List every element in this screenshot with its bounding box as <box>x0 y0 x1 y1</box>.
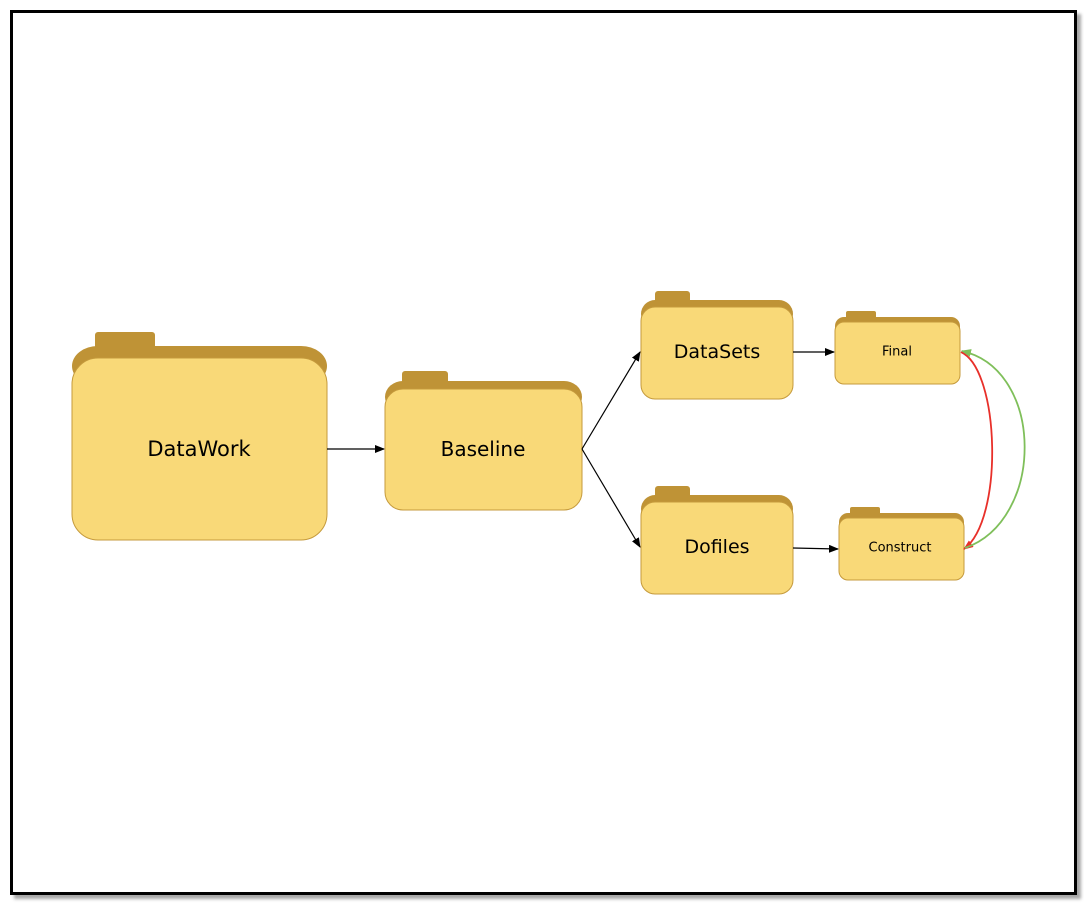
arrow-final-to-construct <box>960 351 994 550</box>
folder-datawork: DataWork <box>71 332 328 541</box>
folder-construct: Construct <box>838 507 965 581</box>
folder-label: Final <box>882 345 912 360</box>
folder-label: Dofiles <box>684 536 749 558</box>
folder-label: DataSets <box>674 341 760 363</box>
folder-body <box>640 306 794 400</box>
folder-baseline: Baseline <box>384 371 583 511</box>
folder-body <box>834 321 961 385</box>
folder-final: Final <box>834 311 961 385</box>
folder-label: DataWork <box>147 437 251 461</box>
arrow-dofiles-to-construct <box>792 544 839 553</box>
folder-dofiles: Dofiles <box>640 486 794 595</box>
arrow-construct-to-final <box>961 349 1026 549</box>
arrow-baseline-to-datasets <box>581 351 641 450</box>
arrow-baseline-to-dofiles <box>581 448 641 548</box>
folder-datasets: DataSets <box>640 291 794 400</box>
folder-label: Baseline <box>441 437 526 461</box>
folder-label: Construct <box>869 541 932 556</box>
